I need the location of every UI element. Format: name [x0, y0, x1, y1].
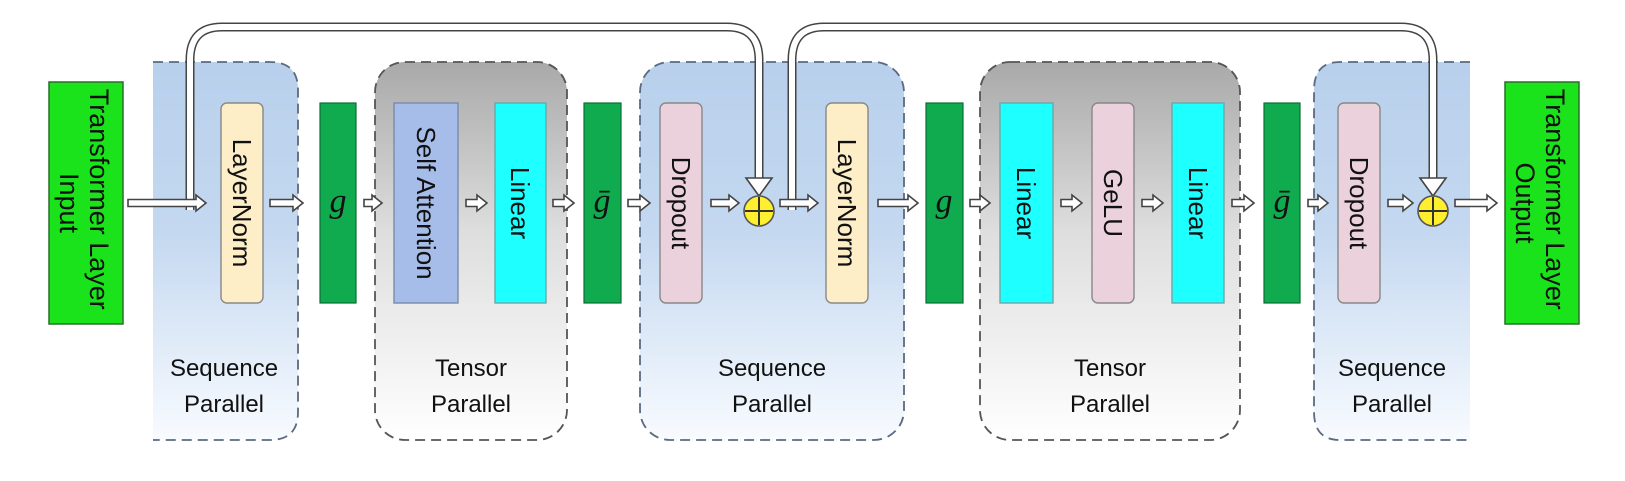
dropout-label-1: Dropout [666, 157, 696, 250]
dropout-block-2 [1337, 102, 1381, 304]
transformer-input-label: Transformer Layer Input [54, 89, 114, 318]
transformer-input-block [48, 81, 124, 325]
flow-arrow-14 [1307, 193, 1330, 213]
transformer-output-label-line2: Output [1510, 162, 1540, 244]
region-label-5-line1: Sequence [1338, 355, 1446, 382]
layernorm-block-1 [220, 102, 264, 304]
g-bar-block-1 [583, 102, 622, 304]
region-label-4-line1: Tensor [1074, 355, 1146, 382]
flow-arrow-2 [269, 193, 305, 213]
region-label-5-line2: Parallel [1352, 391, 1432, 418]
linear-label-3: Linear [1183, 167, 1213, 240]
transformer-output-label-line1: Transformer Layer [1540, 89, 1570, 310]
gelu-label: GeLU [1098, 169, 1128, 237]
transformer-output-label: Transformer Layer Output [1510, 89, 1570, 318]
region-label-4-line2: Parallel [1070, 391, 1150, 418]
flow-arrow-15 [1387, 193, 1415, 213]
flow-arrow-16 [1454, 193, 1499, 213]
layernorm-label-1: LayerNorm [227, 139, 257, 268]
flow-arrow-11 [1060, 193, 1084, 213]
linear-block-2 [999, 102, 1054, 304]
flow-arrow-1 [127, 193, 208, 213]
g-block-2 [925, 102, 964, 304]
flow-arrow-9 [877, 193, 920, 213]
layernorm-block-2 [825, 102, 869, 304]
g-block-1 [319, 102, 357, 304]
residual-skip-1-arrowhead [744, 177, 774, 198]
g-bar-operator-1: ḡ [594, 183, 611, 220]
flow-arrow-8 [779, 193, 820, 213]
flow-arrow-5 [552, 193, 576, 213]
linear-label-2: Linear [1011, 167, 1041, 240]
flow-arrow-13 [1231, 193, 1256, 213]
region-label-3-line2: Parallel [732, 391, 812, 418]
flow-arrow-12 [1141, 193, 1165, 213]
region-label-3-line1: Sequence [718, 355, 826, 382]
add-node-1 [743, 195, 775, 227]
layernorm-label-2: LayerNorm [832, 139, 862, 268]
g-bar-block-2 [1263, 102, 1301, 304]
flow-arrow-6 [627, 193, 652, 213]
dropout-block-1 [659, 102, 703, 304]
region-label-2-line2: Parallel [431, 391, 511, 418]
transformer-input-label-line1: Transformer Layer [84, 89, 114, 310]
self-attention-label: Self Attention [411, 126, 441, 279]
linear-block-1 [494, 102, 547, 304]
flow-arrows [127, 193, 1499, 213]
residual-skip-2-arrowhead [1418, 177, 1448, 198]
g-operator-2: g [936, 183, 953, 220]
flow-arrow-7 [710, 193, 741, 213]
flow-arrow-10 [969, 193, 992, 213]
flow-arrow-3 [363, 193, 384, 213]
region-label-1-line1: Sequence [170, 355, 278, 382]
linear-label-1: Linear [505, 167, 535, 240]
gelu-block [1091, 102, 1135, 304]
g-operator-1: g [330, 183, 347, 220]
g-bar-operator-2: ḡ [1274, 183, 1291, 220]
add-node-2 [1417, 195, 1449, 227]
region-label-2-line1: Tensor [435, 355, 507, 382]
flow-arrow-4 [465, 193, 489, 213]
dropout-label-2: Dropout [1344, 157, 1374, 250]
region-label-1-line2: Parallel [184, 391, 264, 418]
self-attention-block [393, 102, 459, 304]
linear-block-3 [1171, 102, 1225, 304]
transformer-input-label-line2: Input [54, 173, 84, 234]
transformer-output-block [1504, 81, 1580, 325]
